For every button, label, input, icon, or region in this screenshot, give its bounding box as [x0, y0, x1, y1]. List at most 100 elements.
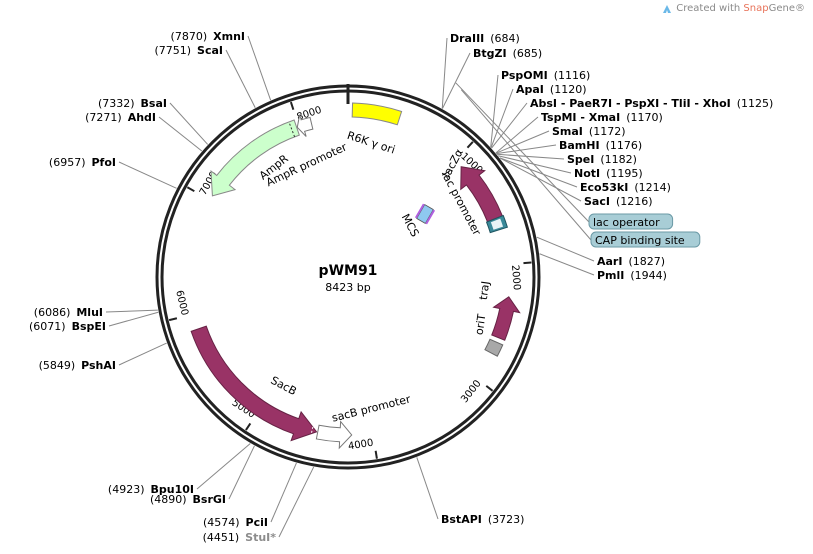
- restriction-site-label[interactable]: (4574)PciI: [203, 516, 268, 529]
- site-leader-line: [247, 35, 272, 101]
- restriction-site-label[interactable]: BstAPI(3723): [441, 513, 524, 526]
- restriction-site-label[interactable]: (4451)StuI*: [203, 531, 277, 544]
- restriction-site-label[interactable]: NotI(1195): [574, 167, 643, 180]
- sacb-label: SacB: [269, 374, 299, 398]
- ampr-promoter-feature[interactable]: [296, 114, 314, 137]
- site-position: (1170): [626, 111, 663, 124]
- restriction-site-label[interactable]: (7751)ScaI: [154, 44, 223, 57]
- plasmid-name: pWM91: [319, 263, 378, 279]
- site-leader-line: [105, 309, 158, 313]
- site-name: AbsI - PaeR7I - PspXI - TliI - XhoI: [530, 97, 731, 110]
- site-position: (685): [513, 47, 543, 60]
- restriction-site-label[interactable]: AarI(1827): [597, 255, 665, 268]
- site-leader-line: [441, 52, 471, 109]
- site-position: (1176): [606, 139, 643, 152]
- site-position: (6071): [29, 320, 66, 333]
- site-name: BtgZI: [473, 47, 507, 60]
- restriction-site-label[interactable]: BtgZI (685): [473, 47, 542, 60]
- site-leader-line: [491, 102, 528, 149]
- site-position: (1944): [630, 269, 667, 282]
- snapgene-watermark: Created with SnapGene®: [662, 3, 805, 14]
- site-position: (7870): [171, 30, 208, 43]
- site-leader-line: [118, 342, 167, 366]
- watermark-text: Created with SnapGene®: [676, 3, 805, 14]
- site-name: PfoI: [92, 156, 117, 169]
- ampr-feature[interactable]: [210, 119, 300, 197]
- restriction-site-label[interactable]: SacI (1216): [584, 195, 653, 208]
- site-leader-line: [499, 157, 582, 202]
- site-name: AhdI: [128, 111, 156, 124]
- site-name: ApaI: [516, 83, 544, 96]
- restriction-site-label[interactable]: (6957)PfoI: [49, 156, 116, 169]
- restriction-site-label[interactable]: (7271) AhdI: [85, 111, 156, 124]
- restriction-site-label[interactable]: BamHI (1176): [559, 139, 642, 152]
- r6k-ori-feature[interactable]: [351, 102, 403, 126]
- site-name: PciI: [246, 516, 268, 529]
- site-leader-line: [169, 102, 209, 145]
- tag-box: [590, 231, 701, 248]
- site-leader-line: [270, 462, 297, 523]
- site-leader-line: [495, 116, 539, 154]
- tag-leader-line: [455, 82, 590, 223]
- traj-feature[interactable]: [491, 296, 521, 341]
- site-leader-line: [278, 466, 315, 538]
- site-position: (7751): [154, 44, 191, 57]
- restriction-site-label[interactable]: SmaI(1172): [552, 125, 625, 138]
- lacza-feature[interactable]: [460, 166, 503, 223]
- site-position: (1216): [616, 195, 653, 208]
- mcs-feature[interactable]: [414, 203, 436, 225]
- site-leader-line: [416, 457, 439, 520]
- tick-mark: [289, 101, 295, 110]
- site-position: (1116): [554, 69, 591, 82]
- site-name: BamHI: [559, 139, 600, 152]
- site-leader-line: [196, 443, 251, 490]
- tick-mark: [523, 261, 532, 265]
- restriction-site-label[interactable]: (6071) BspEI: [29, 320, 106, 333]
- tag-box: [588, 213, 674, 230]
- site-position: (1827): [628, 255, 665, 268]
- restriction-site-label[interactable]: (4890)BsrGI: [150, 493, 226, 506]
- site-name: BspEI: [72, 320, 106, 333]
- restriction-site-label[interactable]: ApaI (1120): [516, 83, 586, 96]
- sacb-promoter-feature[interactable]: [315, 420, 353, 450]
- site-position: (1120): [550, 83, 587, 96]
- site-name: SpeI: [567, 153, 594, 166]
- restriction-site-label[interactable]: (7332)BsaI: [98, 97, 167, 110]
- tick-label: 3000: [459, 378, 483, 405]
- site-name: SacI: [584, 195, 610, 208]
- restriction-site-label[interactable]: (4923)Bpu10I: [108, 483, 194, 496]
- ampr-divider: [288, 121, 296, 138]
- restriction-site-label[interactable]: AbsI - PaeR7I - PspXI - TliI - XhoI(1125…: [530, 97, 773, 110]
- site-leader-line: [108, 311, 159, 327]
- sacb-feature[interactable]: [190, 325, 318, 442]
- site-leader-line: [490, 88, 514, 148]
- orit-feature[interactable]: [484, 338, 504, 357]
- restriction-site-label[interactable]: (6086)MluI: [34, 306, 103, 319]
- site-position: (3723): [488, 513, 525, 526]
- site-position: (1182): [600, 153, 637, 166]
- plasmid-backbone: [155, 84, 541, 470]
- restriction-site-label[interactable]: (5849)PshAI: [39, 359, 116, 372]
- site-position: (7271): [85, 111, 122, 124]
- mcs-stripe-top: [414, 203, 425, 219]
- traj-label: traJ: [477, 280, 492, 300]
- site-position: (4890): [150, 493, 187, 506]
- restriction-site-label[interactable]: DraIII(684): [450, 32, 520, 45]
- feature-tag-label[interactable]: lac operator: [593, 216, 660, 229]
- restriction-site-label[interactable]: PspOMI(1116): [501, 69, 590, 82]
- site-leader-line: [539, 253, 595, 276]
- feature-tag-label[interactable]: CAP binding site: [595, 234, 685, 247]
- site-leader-line: [499, 157, 578, 188]
- restriction-site-label[interactable]: (7870)XmnI: [171, 30, 245, 43]
- tick-label: 6000: [173, 289, 190, 316]
- site-name: PshAI: [81, 359, 116, 372]
- site-name: NotI: [574, 167, 600, 180]
- restriction-site-label[interactable]: TspMI - XmaI(1170): [541, 111, 663, 124]
- site-leader-line: [490, 74, 499, 148]
- tick-mark: [245, 422, 252, 431]
- site-position: (1214): [634, 181, 671, 194]
- restriction-site-label[interactable]: PmlI(1944): [597, 269, 667, 282]
- tick-label: 2000: [509, 264, 522, 290]
- restriction-site-label[interactable]: SpeI (1182): [567, 153, 637, 166]
- restriction-site-label[interactable]: Eco53kI(1214): [580, 181, 671, 194]
